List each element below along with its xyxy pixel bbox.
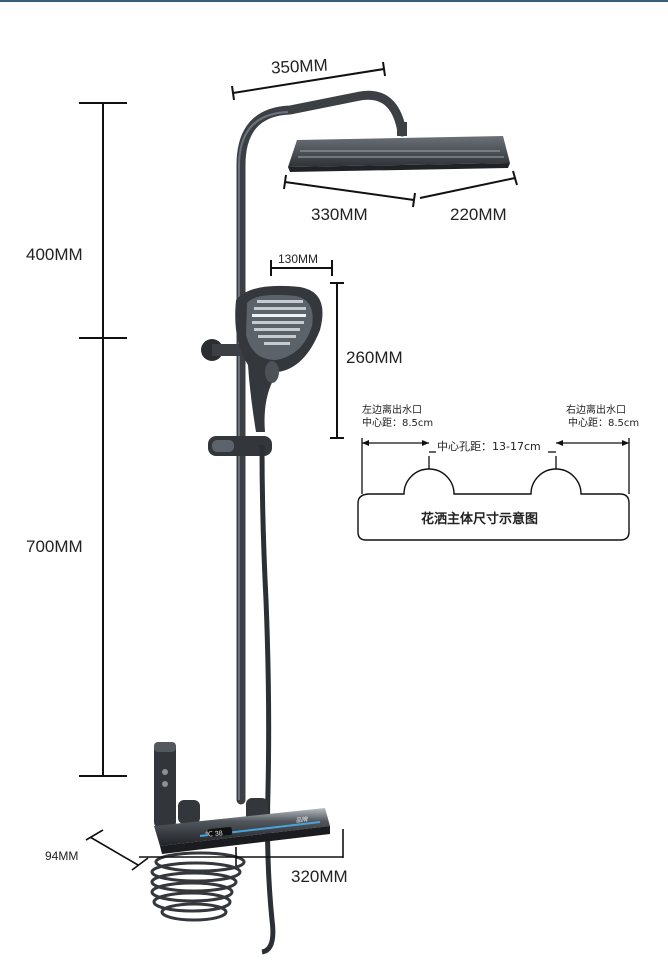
head-width-label: 220MM bbox=[450, 205, 507, 224]
outlet-spacing-diagram: 左边离出水口 中心距：8.5cm 右边离出水口 中心距：8.5cm 中心孔距：1… bbox=[357, 403, 639, 541]
shelf-dimension-lines bbox=[85, 829, 344, 871]
spray-nozzles bbox=[252, 300, 306, 345]
hand-shower bbox=[235, 285, 323, 432]
top-border bbox=[0, 0, 668, 2]
right-outlet-title: 右边离出水口 bbox=[566, 403, 626, 416]
right-outlet-value: 中心距：8.5cm bbox=[568, 416, 639, 429]
left-outlet-value: 中心距：8.5cm bbox=[362, 416, 433, 429]
slide-holder bbox=[208, 436, 272, 456]
shelf-depth-label: 94MM bbox=[45, 849, 78, 863]
head-length-label: 330MM bbox=[311, 205, 368, 224]
temperature-readout: ℃ 38 bbox=[205, 830, 223, 839]
bidet-sprayer bbox=[154, 742, 176, 828]
shelf-length-label: 320MM bbox=[291, 867, 348, 886]
left-outlet-title: 左边离出水口 bbox=[362, 403, 422, 416]
body-caption: 花洒主体尺寸示意图 bbox=[421, 511, 538, 527]
height-dimension-line bbox=[79, 102, 127, 777]
handheld-height-label: 260MM bbox=[346, 348, 403, 367]
arm-length-label: 350MM bbox=[271, 56, 329, 78]
upper-height-label: 400MM bbox=[26, 245, 83, 264]
body-outline bbox=[357, 468, 630, 541]
center-spacing-label: 中心孔距：13-17cm bbox=[437, 440, 541, 453]
shower-hose bbox=[259, 444, 276, 955]
mixer-shelf bbox=[154, 798, 330, 854]
shower-riser bbox=[236, 90, 407, 805]
arm-dimension-line bbox=[231, 61, 386, 101]
lower-height-label: 700MM bbox=[26, 537, 83, 556]
handheld-dimension-lines bbox=[270, 260, 344, 439]
handheld-width-label: 130MM bbox=[278, 252, 318, 266]
coiled-hose bbox=[150, 851, 246, 922]
wall-bracket bbox=[201, 339, 242, 361]
head-size-dimension-lines bbox=[283, 170, 518, 208]
brand-mark: 品牌 bbox=[296, 815, 309, 824]
rain-shower-head bbox=[288, 136, 510, 172]
